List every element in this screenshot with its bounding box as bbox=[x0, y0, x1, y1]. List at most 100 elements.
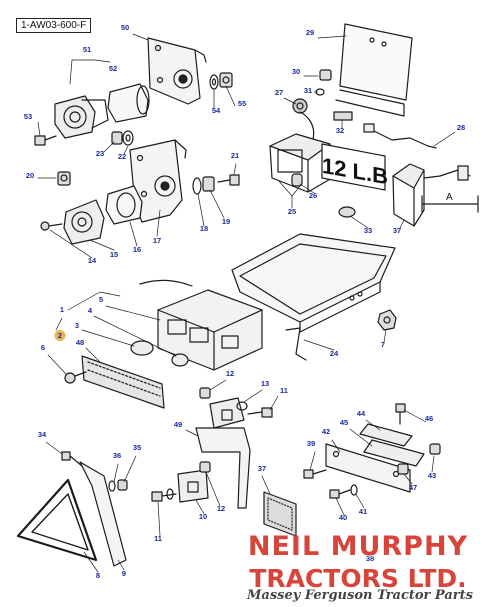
callout-c54: 54 bbox=[212, 106, 221, 115]
callout-c7: 7 bbox=[381, 340, 385, 349]
triangle-reflector-part-8 bbox=[16, 478, 98, 562]
callout-c15: 15 bbox=[110, 250, 118, 259]
callout-c46: 46 bbox=[425, 414, 433, 423]
callout-c14: 14 bbox=[88, 256, 97, 265]
callout-c26: 26 bbox=[309, 191, 317, 200]
screw-part-14 bbox=[40, 221, 63, 231]
callout-c28: 28 bbox=[457, 123, 465, 132]
bolt-part-21 bbox=[217, 174, 240, 186]
callout-c32: 32 bbox=[336, 126, 344, 135]
callout-c31: 31 bbox=[304, 86, 312, 95]
callout-c6: 6 bbox=[41, 343, 45, 352]
callout-c55: 55 bbox=[238, 99, 246, 108]
nut-part-12a bbox=[199, 387, 211, 399]
callout-c13: 13 bbox=[261, 379, 269, 388]
callout-c19: 19 bbox=[222, 217, 230, 226]
clamp-part-10 bbox=[177, 469, 209, 503]
callout-c5: 5 bbox=[99, 295, 103, 304]
bulb-part-26 bbox=[291, 173, 303, 187]
washer-part-22 bbox=[122, 130, 134, 146]
washer-part-36 bbox=[108, 480, 116, 492]
nut-part-55 bbox=[219, 72, 233, 88]
callout-c48: 48 bbox=[76, 338, 84, 347]
nut-part-47 bbox=[397, 463, 409, 475]
nut-part-20 bbox=[57, 171, 71, 186]
plate-part-42 bbox=[325, 443, 411, 493]
callout-c44: 44 bbox=[357, 409, 366, 418]
callout-c42: 42 bbox=[322, 427, 330, 436]
callout-c29: 29 bbox=[306, 28, 314, 37]
callout-c11b: 11 bbox=[154, 534, 162, 543]
callout-c24: 24 bbox=[330, 349, 339, 358]
lens-part-48 bbox=[81, 355, 165, 409]
nut-part-19 bbox=[202, 176, 215, 192]
cover-part-52 bbox=[107, 83, 150, 123]
callout-c4: 4 bbox=[88, 306, 93, 315]
callout-c52: 52 bbox=[109, 64, 117, 73]
pad-part-44 bbox=[359, 423, 413, 447]
figure-code: 1-AW03-600-F bbox=[16, 18, 92, 33]
callout-c8: 8 bbox=[96, 571, 100, 580]
callout-c12b: 12 bbox=[217, 504, 225, 513]
callout-c3: 3 bbox=[75, 321, 79, 330]
washer-part-13 bbox=[236, 401, 248, 411]
watermark-line-1: NEIL MURPHY bbox=[247, 531, 469, 562]
callout-c27: 27 bbox=[275, 88, 283, 97]
callout-c1: 1 bbox=[60, 305, 64, 314]
callout-c41: 41 bbox=[359, 507, 367, 516]
nut-part-35 bbox=[117, 479, 128, 491]
washer-part-41 bbox=[350, 484, 358, 496]
callout-c22: 22 bbox=[118, 152, 126, 161]
callout-c39: 39 bbox=[307, 439, 315, 448]
callout-c36: 36 bbox=[113, 451, 121, 460]
callout-c43: 43 bbox=[428, 471, 436, 480]
bolt-part-40 bbox=[329, 489, 351, 499]
callout-c37b: 37 bbox=[258, 464, 266, 473]
bolt-part-46 bbox=[395, 403, 406, 425]
callout-c23: 23 bbox=[96, 149, 104, 158]
reflector-part-37 bbox=[263, 491, 297, 537]
cover-part-16 bbox=[105, 185, 143, 225]
callout-c18: 18 bbox=[200, 224, 208, 233]
lamp-part-37-top bbox=[392, 163, 471, 227]
washer-part-11c bbox=[166, 488, 174, 500]
plate-part-45 bbox=[363, 439, 425, 467]
callout-c25: 25 bbox=[288, 207, 296, 216]
number-plate bbox=[321, 143, 386, 191]
bracket-part-49 bbox=[195, 397, 251, 509]
bulb-part-4 bbox=[171, 353, 189, 367]
hood-part-24 bbox=[231, 233, 396, 361]
callout-c45: 45 bbox=[340, 418, 348, 427]
socket-part-15 bbox=[63, 199, 105, 245]
callout-highlight bbox=[54, 330, 66, 341]
nut-part-30 bbox=[319, 69, 332, 81]
callout-c12a: 12 bbox=[226, 369, 234, 378]
callout-c40: 40 bbox=[339, 513, 347, 522]
callout-c34: 34 bbox=[38, 430, 47, 439]
callout-c17: 17 bbox=[153, 236, 161, 245]
grommet-part-27 bbox=[292, 98, 308, 114]
callout-c9: 9 bbox=[122, 569, 126, 578]
callout-c35: 35 bbox=[133, 443, 141, 452]
callout-c37a: 37 bbox=[393, 226, 401, 235]
callout-c50: 50 bbox=[121, 23, 129, 32]
callout-c49: 49 bbox=[174, 420, 182, 429]
callout-c20: 20 bbox=[26, 171, 34, 180]
cap-part-33 bbox=[338, 206, 356, 218]
callout-c30: 30 bbox=[292, 67, 300, 76]
callout-c11a: 11 bbox=[280, 386, 288, 395]
nut-part-23 bbox=[111, 131, 123, 145]
bolt-part-39 bbox=[303, 469, 327, 479]
watermark-line-2: TRACTORS LTD. bbox=[249, 564, 467, 593]
watermark-line-3: Massey Ferguson Tractor Parts bbox=[247, 588, 473, 603]
callout-c21: 21 bbox=[231, 151, 239, 160]
nut-part-43 bbox=[429, 443, 441, 455]
callout-c47: 47 bbox=[409, 483, 417, 492]
washer-part-54 bbox=[209, 74, 219, 90]
bracket-part-50 bbox=[147, 37, 207, 105]
washer-part-18 bbox=[192, 177, 202, 195]
bolt-part-11a bbox=[247, 407, 273, 418]
lamp-body-part-5 bbox=[139, 279, 263, 371]
